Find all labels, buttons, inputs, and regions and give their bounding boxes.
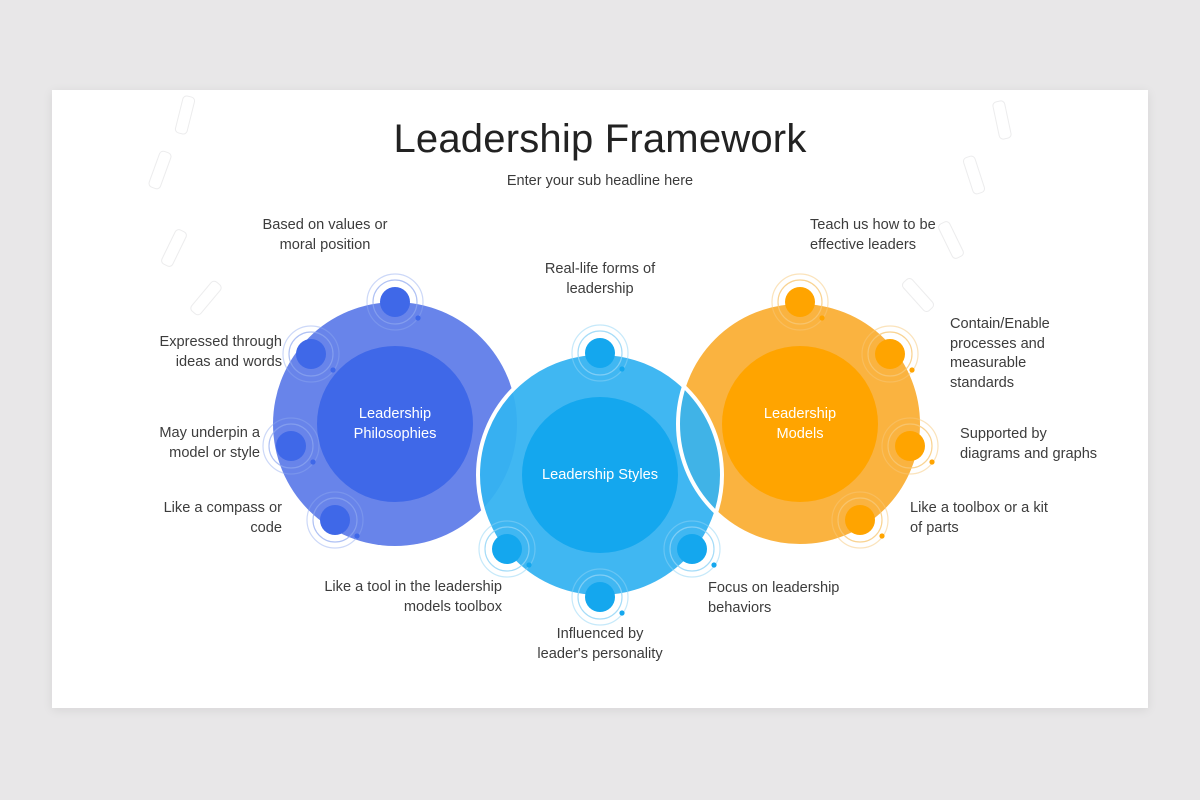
node-based-on-values[interactable] [366, 273, 424, 331]
label-like-a-tool-toolbox: Like a tool in the leadership models too… [324, 579, 502, 615]
circle-inner-philosophies [317, 346, 473, 502]
node-expressed-through-ideas[interactable] [282, 325, 340, 383]
label-based-on-values: Based on values or moral position [262, 217, 388, 253]
circle-inner-models [722, 346, 878, 502]
label-may-underpin-model: May underpin a model or style [159, 425, 260, 461]
node-teach-us-effective[interactable] [771, 273, 829, 331]
decor-bars-left [148, 95, 222, 316]
decor-bars-right [901, 100, 1012, 312]
label-influenced-by-personality: Influenced by leader's personality [537, 626, 663, 662]
label-teach-us-effective: Teach us how to be effective leaders [810, 217, 936, 253]
circle-group-philosophies[interactable] [273, 302, 517, 546]
label-like-a-compass: Like a compass or code [163, 500, 282, 536]
label-contain-enable-processes: Contain/Enable processes and measurable … [950, 316, 1050, 392]
node-influenced-by-personality[interactable] [571, 568, 629, 626]
node-like-a-tool-toolbox[interactable] [478, 520, 536, 578]
label-expressed-through-ideas: Expressed through ideas and words [159, 334, 282, 370]
label-like-a-toolbox-kit: Like a toolbox or a kit of parts [910, 500, 1048, 536]
node-real-life-forms[interactable] [571, 324, 629, 382]
node-contain-enable-processes[interactable] [861, 325, 919, 383]
page-subtitle: Enter your sub headline here [506, 173, 694, 189]
page-title: Leadership Framework [393, 117, 807, 161]
label-focus-on-behaviors: Focus on leadership behaviors [708, 580, 840, 616]
node-like-a-compass[interactable] [306, 491, 364, 549]
node-may-underpin-model[interactable] [262, 417, 320, 475]
label-supported-by-diagrams: Supported by diagrams and graphs [960, 426, 1098, 462]
circle-inner-styles [522, 397, 678, 553]
slide-card: Leadership Framework Enter your sub head… [52, 90, 1148, 708]
circle-group-models[interactable] [678, 302, 922, 546]
node-focus-on-behaviors[interactable] [663, 520, 721, 578]
node-supported-by-diagrams[interactable] [881, 417, 939, 475]
node-like-a-toolbox-kit[interactable] [831, 491, 889, 549]
label-real-life-forms: Real-life forms of leadership [544, 261, 656, 297]
leadership-framework-diagram [148, 95, 1012, 626]
